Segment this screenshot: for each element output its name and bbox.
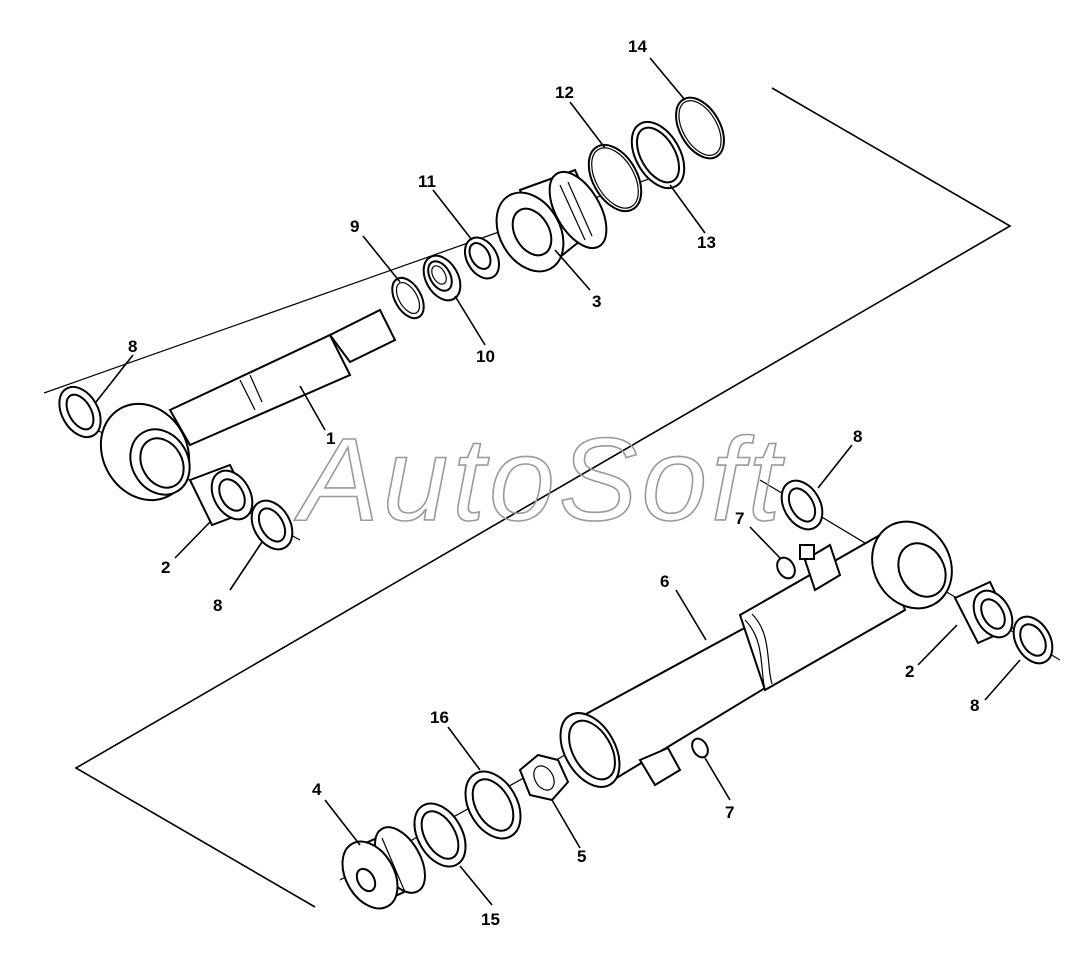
part-4-piston [341, 826, 426, 910]
part-1-piston-rod [99, 308, 397, 502]
label-part-14: 14 [628, 37, 647, 56]
label-part-8-lower-right: 8 [970, 696, 979, 715]
label-part-3: 3 [592, 292, 601, 311]
label-part-13: 13 [697, 233, 716, 252]
label-part-11: 11 [418, 172, 436, 191]
part-2-bushing-right [953, 580, 1014, 645]
label-part-7-upper: 7 [735, 509, 744, 528]
part-8-washer-lower-right [1012, 615, 1054, 665]
part-11-ring [463, 236, 501, 280]
label-part-10: 10 [476, 347, 495, 366]
label-part-1: 1 [326, 429, 335, 448]
label-part-8-upper-right: 8 [853, 427, 862, 446]
assembly-boundary-line [74, 87, 1012, 908]
part-12-o-ring [587, 143, 643, 213]
label-part-9: 9 [350, 217, 359, 236]
label-part-12: 12 [555, 83, 574, 102]
part-10-seal [422, 254, 462, 302]
part-3-cylinder-head [495, 168, 608, 273]
part-5-nut [518, 753, 570, 802]
watermark-text: AutoSoft [294, 414, 785, 546]
part-6-cylinder-barrel [559, 520, 953, 788]
label-part-8-upper-left: 8 [128, 337, 137, 356]
part-8-washer-upper-left [58, 385, 102, 439]
part-2-bushing-left [188, 463, 254, 527]
leader-lines [95, 57, 1021, 906]
label-part-7-lower: 7 [725, 803, 734, 822]
label-part-4: 4 [312, 780, 322, 799]
part-16-seal [464, 770, 522, 840]
part-8-washer-lower-left [250, 499, 294, 551]
label-part-2-right: 2 [905, 662, 914, 681]
part-8-washer-upper-right [780, 479, 824, 531]
label-part-8-lower-left: 8 [213, 596, 222, 615]
label-part-6: 6 [660, 572, 669, 591]
part-7-o-ring-lower [691, 737, 709, 759]
part-9-snap-ring [391, 276, 425, 320]
label-part-16: 16 [430, 708, 449, 727]
label-part-2-left: 2 [161, 558, 170, 577]
part-13-backup-ring [630, 120, 686, 190]
part-7-o-ring-upper [776, 556, 796, 580]
label-part-15: 15 [481, 910, 500, 929]
part-15-ring [413, 802, 467, 868]
label-part-5: 5 [577, 847, 586, 866]
